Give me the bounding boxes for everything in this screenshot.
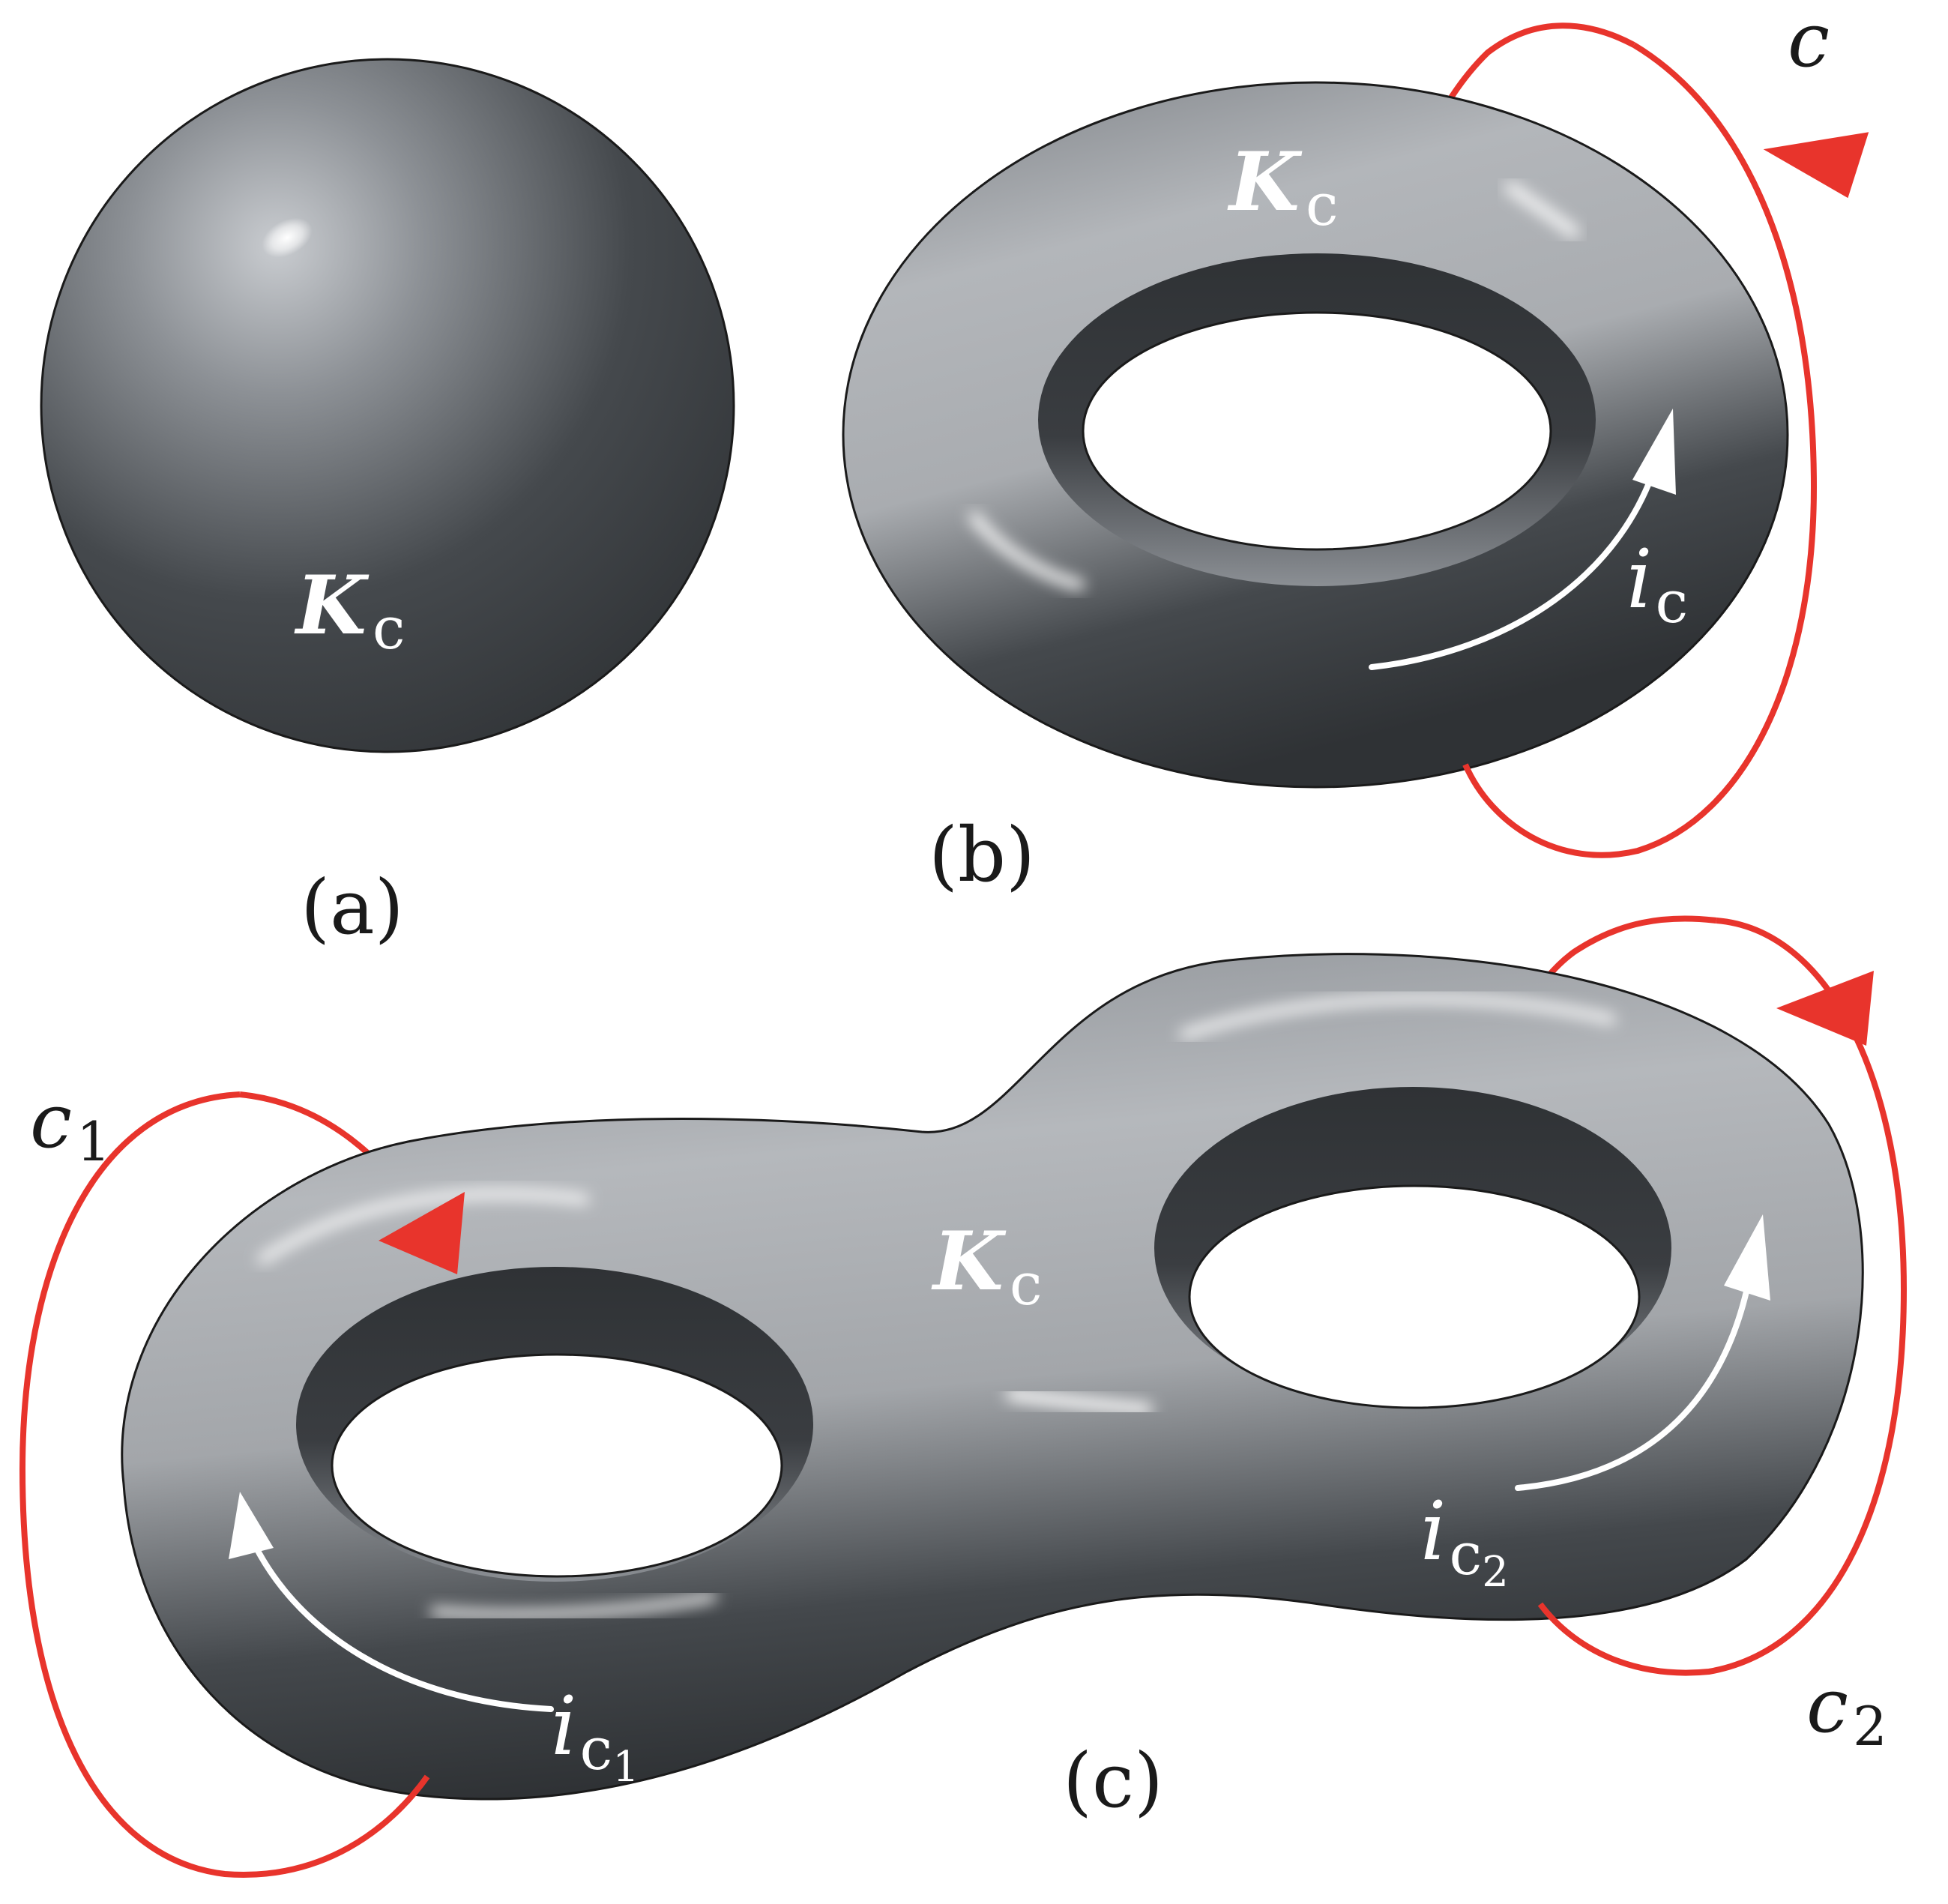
loop-c-label: c: [1788, 0, 1830, 84]
torus-hole: [1083, 313, 1551, 549]
genus2-hole-left: [332, 1355, 782, 1576]
panel-b-label: (b): [929, 811, 1035, 899]
panel-a-label: (a): [301, 864, 404, 951]
loop-c2-label: c2: [1806, 1662, 1887, 1758]
loop-c1-label: c1: [30, 1077, 111, 1173]
panel-c-label: (c): [1063, 1737, 1163, 1825]
genus2-hole-right: [1189, 1186, 1639, 1408]
loop-c-arrowhead: [1760, 123, 1869, 199]
